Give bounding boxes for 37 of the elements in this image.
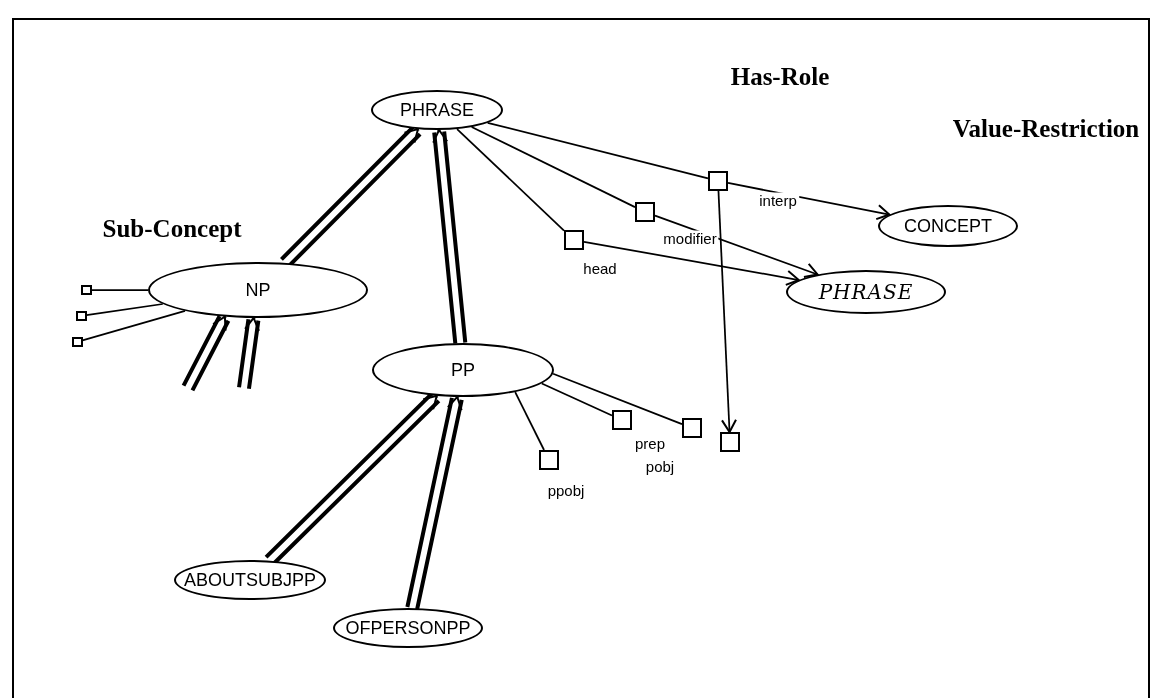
role-label: ppobj	[547, 482, 585, 498]
double-arrow	[237, 316, 261, 391]
role-square	[635, 202, 655, 222]
role-square	[75, 311, 87, 321]
double-arrow	[432, 128, 468, 346]
role-label: prep	[635, 435, 665, 451]
node-label: CONCEPT	[904, 217, 992, 235]
node-label: PHRASE	[818, 282, 914, 302]
node-label: NP	[245, 281, 271, 299]
connector-line	[81, 310, 186, 342]
arrow	[717, 190, 737, 433]
role-square	[708, 171, 728, 191]
node-label: ABOUTSUBJPP	[184, 571, 316, 589]
concept-ellipse	[786, 270, 946, 314]
connector-line	[486, 121, 709, 180]
role-square	[539, 450, 559, 470]
edge-label: head	[581, 260, 619, 276]
role-square	[80, 285, 92, 295]
arrow	[583, 240, 800, 286]
connector-line	[552, 372, 683, 425]
role-square	[71, 337, 83, 347]
connector-line	[90, 289, 149, 291]
concept-ellipse	[878, 205, 1018, 247]
connector-line	[456, 128, 565, 232]
edge-label: modifier	[661, 230, 719, 246]
connector-line	[514, 391, 545, 451]
connector-line	[540, 382, 613, 417]
role-square	[564, 230, 584, 250]
role-square	[682, 418, 702, 438]
role-label: pobj	[645, 458, 675, 474]
node-label: PP	[451, 361, 475, 379]
edge-label: interp	[757, 192, 799, 208]
node-label: PHRASE	[400, 101, 474, 119]
node-label: OFPERSONPP	[345, 619, 471, 637]
role-square	[612, 410, 632, 430]
connector-line	[85, 303, 164, 317]
role-square	[720, 432, 740, 452]
